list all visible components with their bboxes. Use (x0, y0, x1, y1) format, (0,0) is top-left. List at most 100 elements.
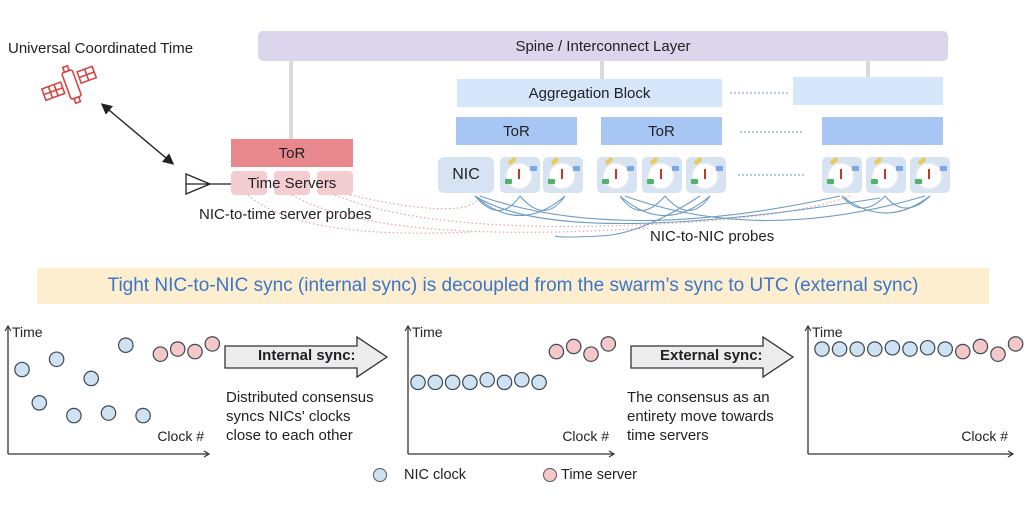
nic-clock-point (884, 339, 901, 356)
aggregation-block: Aggregation Block (457, 79, 722, 107)
nic-clock-point (66, 407, 82, 424)
nic-clock-icon (500, 156, 540, 193)
time-server-point (600, 336, 617, 352)
summary-banner: Tight NIC-to-NIC sync (internal sync) is… (37, 268, 989, 304)
nic-clock-point (814, 341, 830, 357)
x-axis-label: Clock # (562, 428, 609, 444)
x-axis-arrowhead (203, 450, 211, 458)
nic-clock-point (514, 371, 530, 388)
ellipsis-dots (738, 174, 804, 176)
y-axis-label: Time (412, 324, 443, 340)
x-axis-label: Clock # (157, 428, 204, 444)
time-server-point (565, 338, 582, 355)
nic-clock-point (867, 341, 883, 357)
internal-sync-description: Distributed consensus syncs NICs' clocks… (226, 388, 374, 445)
x-axis-label: Clock # (961, 428, 1008, 444)
banner-text: Tight NIC-to-NIC sync (internal sync) is… (107, 275, 919, 296)
nic-label: NIC (452, 166, 480, 183)
time-server-point (152, 346, 169, 362)
legend-server-marker (543, 468, 557, 482)
external-sync-arrow (630, 335, 795, 379)
time-servers-label: Time Servers (247, 174, 337, 192)
tor-label: ToR (503, 122, 530, 140)
tor-red-label: ToR (278, 144, 306, 162)
nic-clock-icon (866, 156, 906, 193)
ellipsis-dots (730, 92, 788, 94)
aggregation-label: Aggregation Block (528, 84, 651, 102)
time-server-point (1007, 336, 1024, 352)
nic-clock-point (902, 341, 918, 357)
nic-clock-point (410, 374, 426, 391)
tor-label: ToR (648, 122, 675, 140)
nic-clock-icon (910, 156, 950, 193)
utc-label: Universal Coordinated Time (8, 40, 194, 57)
nic-clock-point (14, 361, 30, 378)
time-server-point (169, 341, 186, 357)
tor-switch-time: ToR (231, 139, 353, 167)
nic-clock-point (531, 374, 547, 391)
external-sync-label: External sync: (660, 347, 763, 364)
legend-server-label: Time server (561, 467, 637, 483)
y-axis-arrowhead (804, 324, 812, 332)
nic-clock-point (427, 374, 444, 391)
tor-switch (822, 117, 943, 145)
nic-clock-icon (597, 156, 637, 193)
aggregation-block-2 (793, 77, 943, 105)
description-line: close to each other (226, 427, 353, 444)
nic-clock-point (479, 371, 495, 388)
internal-sync-label: Internal sync: (258, 347, 356, 364)
time-server-point (548, 343, 565, 360)
nic-clock-point (849, 341, 865, 357)
tor-switch: ToR (601, 117, 722, 145)
nic-to-server-probes (247, 194, 851, 234)
ellipsis-dots (740, 131, 802, 133)
time-server-point (972, 338, 989, 355)
y-axis-label: Time (812, 324, 843, 340)
nic-clock-point (48, 351, 65, 368)
tor-switch: ToR (456, 117, 577, 145)
nic-box: NIC (438, 157, 494, 193)
time-server-point (204, 336, 220, 352)
time-server (317, 171, 353, 195)
nic-clock-point (496, 374, 513, 391)
time-server-point (583, 346, 599, 362)
description-line: The consensus as an (627, 389, 770, 406)
time-server-point (955, 343, 971, 360)
spine-label: Spine / Interconnect Layer (515, 37, 691, 55)
nic-clock-point (100, 405, 117, 421)
description-line: entirety move towards (627, 408, 774, 425)
nic-clock-point (919, 339, 936, 356)
time-server (274, 171, 310, 195)
nic-clock-icon (642, 156, 682, 193)
nic-clock-icon (822, 156, 862, 193)
nic-to-nic-probes-label: NIC-to-NIC probes (650, 228, 775, 245)
spine-layer: Spine / Interconnect Layer (258, 31, 948, 61)
legend-nic-label: NIC clock (404, 467, 467, 483)
description-line: Distributed consensus (226, 389, 374, 406)
nic-clock-icon (543, 156, 583, 193)
nic-clock-point (831, 341, 848, 357)
description-line: time servers (627, 427, 709, 444)
external-sync-description: The consensus as an entirety move toward… (627, 388, 774, 445)
y-axis-arrowhead (404, 324, 412, 332)
connector-line (289, 61, 293, 139)
x-axis-arrowhead (608, 450, 616, 458)
time-server-point (990, 346, 1006, 362)
internal-sync-arrow (224, 335, 389, 379)
description-line: syncs NICs' clocks (226, 408, 351, 425)
nic-clock-point (83, 370, 99, 387)
y-axis-arrowhead (4, 324, 12, 332)
satellite-icon (40, 64, 98, 105)
y-axis-label: Time (12, 324, 43, 340)
nic-clock-point (462, 374, 478, 391)
time-server-point (187, 343, 203, 360)
nic-clock-point (444, 374, 461, 391)
nic-clock-point (937, 341, 953, 357)
x-axis-arrowhead (1007, 450, 1015, 458)
connector-line (866, 61, 870, 77)
time-server (231, 171, 267, 195)
nic-to-nic-probes (474, 195, 931, 238)
legend-nic-marker (373, 468, 387, 482)
bidirectional-arrow-icon (100, 103, 175, 165)
